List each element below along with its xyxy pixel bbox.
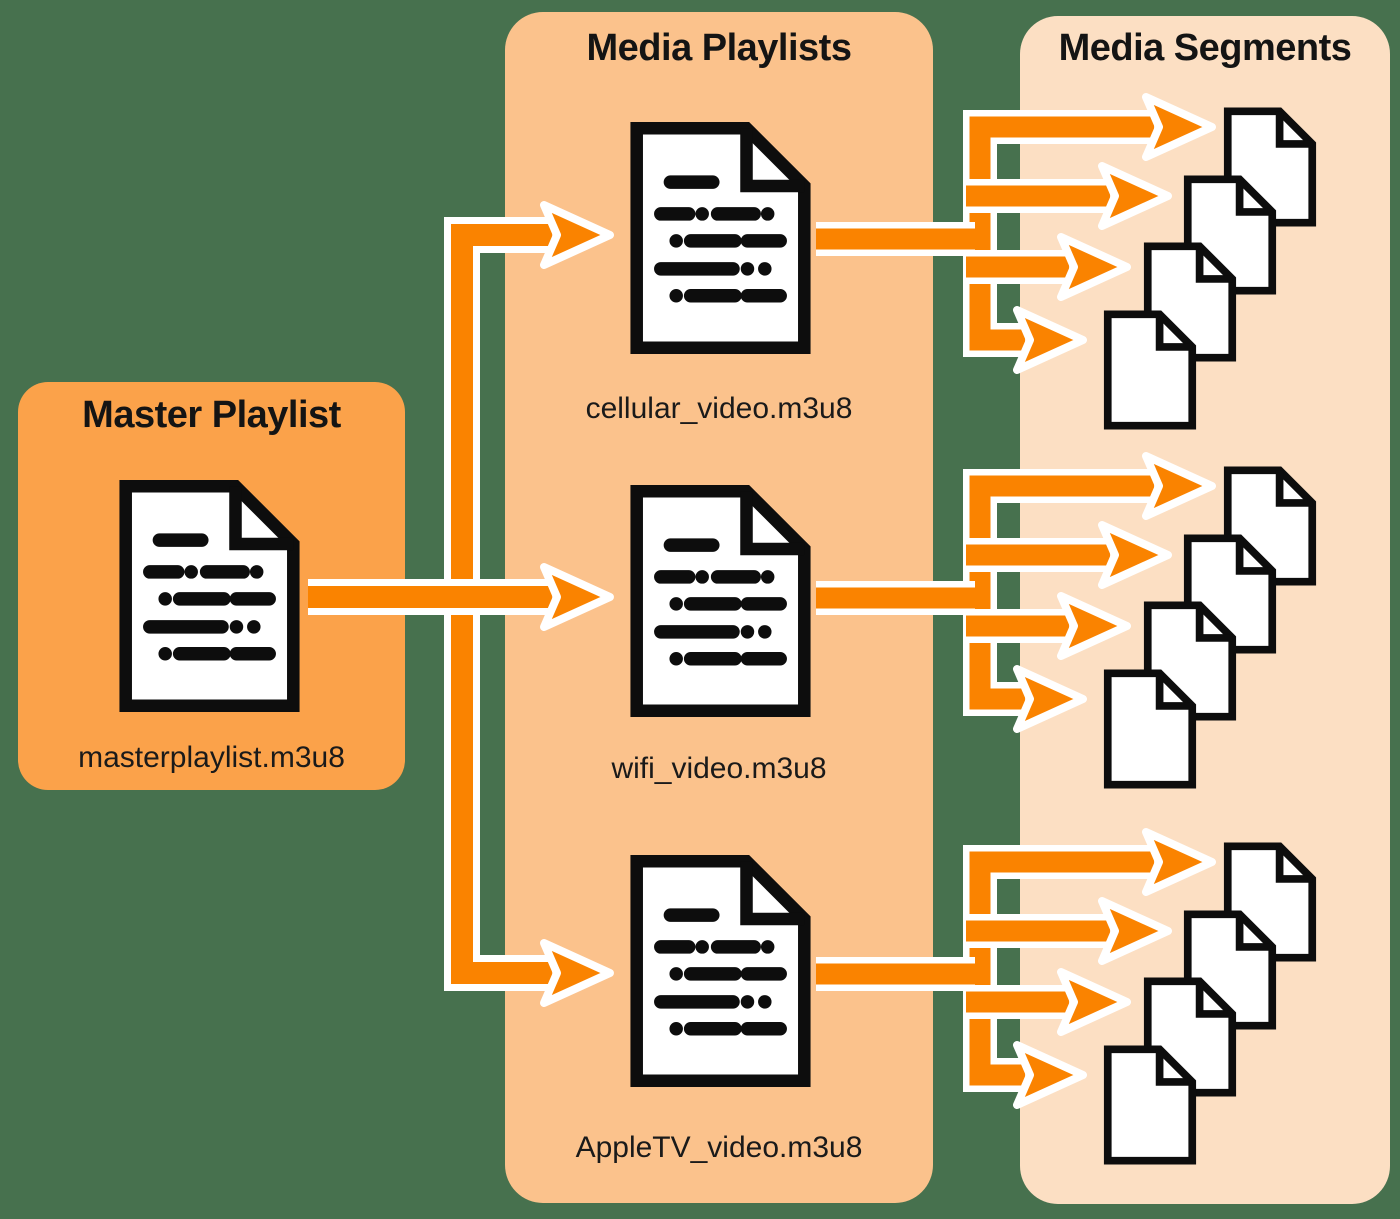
appletv-playlist-file-label: AppleTV_video.m3u8 [575, 1131, 863, 1164]
arrowhead-to-cellular [544, 205, 610, 265]
arrowhead-to-wifi [544, 567, 610, 627]
appletv-playlist-document-icon [637, 861, 805, 1081]
cellular-segments-doc-stack [1108, 111, 1312, 425]
master-to-playlists-arrows [308, 205, 610, 1003]
appletv-segments-doc-stack [1108, 846, 1312, 1160]
master-playlist-title: Master Playlist [82, 394, 341, 436]
wifi-playlist-file-label: wifi_video.m3u8 [611, 752, 827, 785]
master-playlist-file-label: masterplaylist.m3u8 [78, 741, 345, 774]
wifi-playlist-document-icon [637, 491, 805, 711]
media-playlists-title: Media Playlists [586, 27, 852, 69]
media-segments-title: Media Segments [1058, 27, 1352, 69]
cellular-playlist-file-label: cellular_video.m3u8 [585, 392, 853, 425]
cellular-playlist-document-icon [637, 128, 805, 348]
arrowhead-to-appletv [544, 943, 610, 1003]
master-playlist-document-icon [126, 486, 294, 706]
wifi-segments-doc-stack [1108, 470, 1312, 784]
